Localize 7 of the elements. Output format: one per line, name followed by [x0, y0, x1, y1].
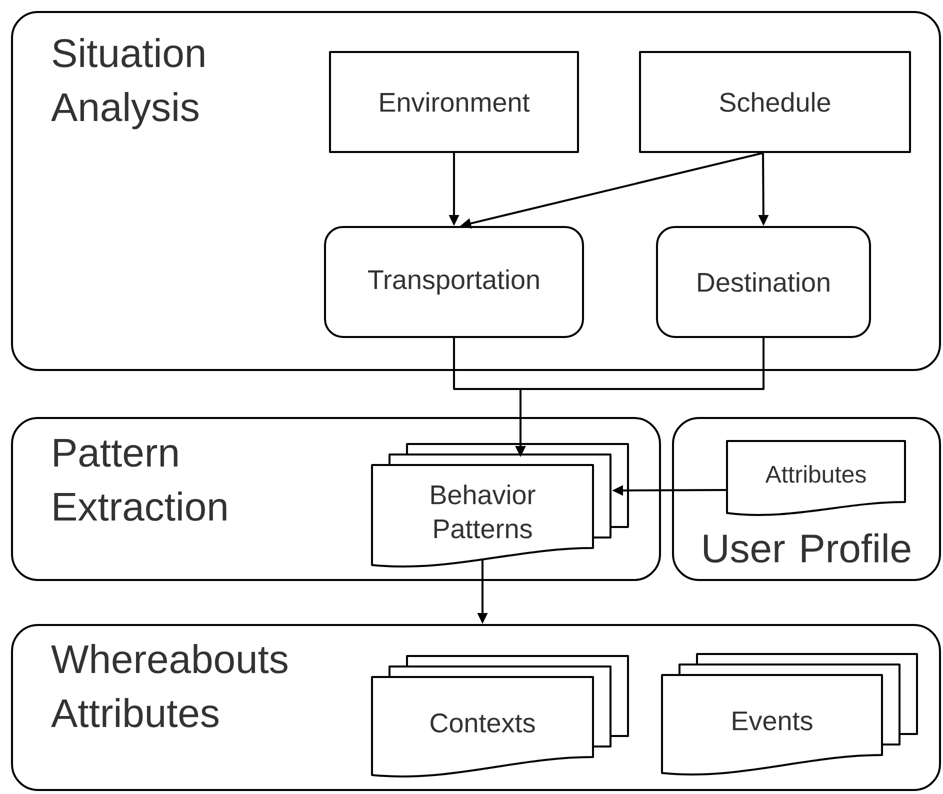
process-box: Schedule: [639, 51, 911, 153]
document-stack: Events: [661, 653, 918, 776]
document-stack: Behavior Patterns: [371, 443, 629, 568]
rounded-box: Destination: [656, 226, 871, 338]
document-stack: Contexts: [371, 655, 629, 778]
rounded-box: Transportation: [324, 226, 584, 338]
process-box: Environment: [329, 51, 579, 153]
